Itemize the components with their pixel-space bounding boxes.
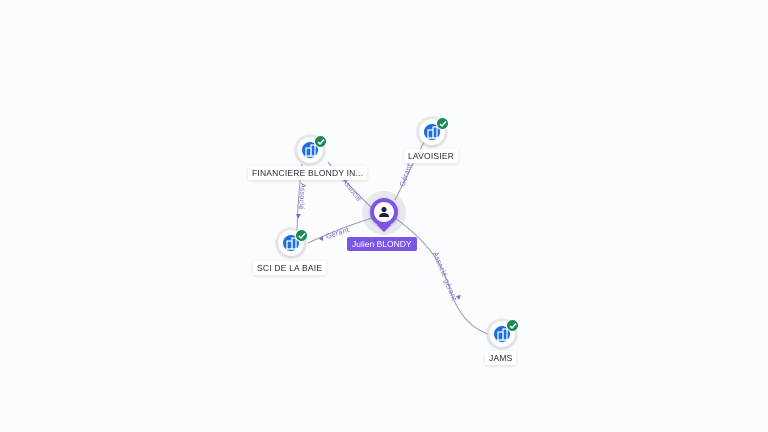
edge-label-financiere-sci: Associé (297, 183, 307, 210)
person-icon (379, 206, 389, 217)
edge-label-person-lavoisier: Gérant (398, 162, 414, 188)
company-label[interactable]: FINANCIERE BLONDY IN... (248, 166, 368, 180)
person-pin[interactable] (370, 198, 398, 233)
edge-label-person-financiere: Associé (340, 177, 363, 203)
edge-label-person-jams: Associé-gérant (431, 251, 458, 303)
company-label[interactable]: LAVOISIER (404, 149, 459, 163)
building-icon (305, 144, 316, 157)
edge-arrow-sci (319, 236, 323, 241)
company-label[interactable]: JAMS (485, 351, 517, 365)
check-icon (439, 121, 447, 128)
verified-badge (436, 117, 449, 130)
company-icon[interactable] (489, 321, 515, 347)
company-label[interactable]: SCI DE LA BAIE (253, 261, 327, 275)
building-icon (427, 126, 438, 139)
edge-arrow-jams (456, 295, 461, 300)
company-icon[interactable] (297, 137, 323, 163)
building-icon (497, 328, 508, 341)
check-icon (509, 323, 517, 330)
edge-person-lavoisier (394, 139, 426, 201)
person-label[interactable]: Julien BLONDY (347, 237, 417, 251)
verified-badge (314, 135, 327, 148)
check-icon (317, 139, 325, 146)
edge-arrow-financiere-sci (296, 214, 301, 219)
check-icon (298, 233, 306, 240)
edge-person-sci (307, 217, 373, 244)
verified-badge (506, 319, 519, 332)
edge-person-jams (394, 217, 489, 335)
company-icon[interactable] (278, 230, 304, 256)
building-icon (286, 237, 297, 250)
verified-badge (295, 229, 308, 242)
